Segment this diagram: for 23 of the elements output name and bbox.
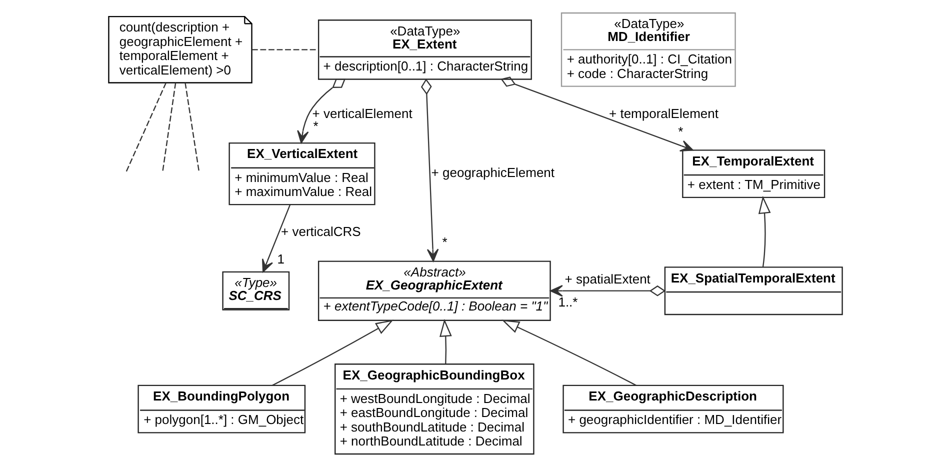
arrow xyxy=(272,320,394,386)
arrow xyxy=(297,78,346,144)
connector xyxy=(162,82,176,173)
label: * xyxy=(678,124,684,139)
connector xyxy=(125,82,166,173)
edge-label: + geographicElement xyxy=(431,165,555,180)
arrow xyxy=(550,284,666,297)
edge-label: + temporalElement xyxy=(609,106,719,121)
edge-label: + spatialExtent xyxy=(564,272,650,287)
label: 1 xyxy=(277,251,285,266)
edge-label: + verticalCRS xyxy=(281,224,361,240)
label: 1..* xyxy=(558,294,578,310)
arrow xyxy=(758,196,771,268)
arrow xyxy=(420,78,439,262)
arrow xyxy=(439,318,452,364)
label: * xyxy=(442,234,448,250)
edge-label: + verticalElement xyxy=(312,106,412,121)
arrow xyxy=(502,320,636,386)
connector xyxy=(184,82,200,173)
arrow xyxy=(262,204,291,272)
arrow xyxy=(500,76,694,152)
label: * xyxy=(313,118,318,134)
connector xyxy=(252,49,319,50)
